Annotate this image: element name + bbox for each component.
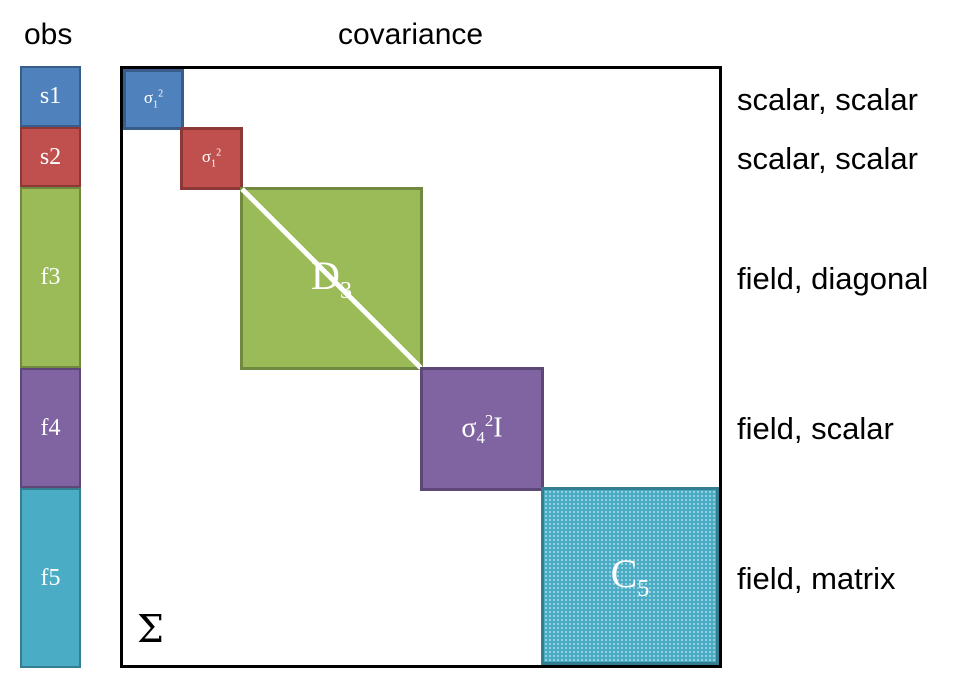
row-label-s2: scalar, scalar <box>737 141 918 176</box>
row-label-f5: field, matrix <box>737 561 896 596</box>
obs-label-f4: f4 <box>40 414 61 441</box>
obs-header: obs <box>24 18 73 51</box>
block-s2: σ12 <box>180 127 243 190</box>
row-label-f4: field, scalar <box>737 411 894 446</box>
block-f4-label: σ42I <box>461 410 503 447</box>
obs-segment-f5: f5 <box>20 488 81 668</box>
row-label-f3: field, diagonal <box>737 261 929 296</box>
block-s1: σ12 <box>123 69 184 130</box>
sigma-symbol: Σ <box>137 607 164 651</box>
block-s2-label: σ12 <box>201 147 222 170</box>
obs-label-f3: f3 <box>40 264 61 290</box>
row-label-s1: scalar, scalar <box>737 82 918 117</box>
covariance-matrix: σ12 σ12 D3 σ42I C5 Σ <box>120 66 722 668</box>
block-f3: D3 <box>240 187 423 370</box>
obs-label-s2: s2 <box>39 143 62 170</box>
block-f5: C5 <box>541 487 719 665</box>
obs-segment-f4: f4 <box>20 368 81 488</box>
obs-label-f5: f5 <box>40 564 61 591</box>
obs-label-s1: s1 <box>39 83 62 109</box>
block-s1-label: σ12 <box>143 88 164 111</box>
obs-segment-s2: s2 <box>20 127 81 187</box>
block-f3-label: D3 <box>311 253 352 304</box>
obs-segment-f3: f3 <box>20 187 81 368</box>
block-f5-label: C5 <box>610 550 650 602</box>
diagonal-line <box>240 187 423 370</box>
block-f4: σ42I <box>420 367 544 491</box>
obs-segment-s1: s1 <box>20 66 81 127</box>
covariance-header: covariance <box>338 18 484 51</box>
